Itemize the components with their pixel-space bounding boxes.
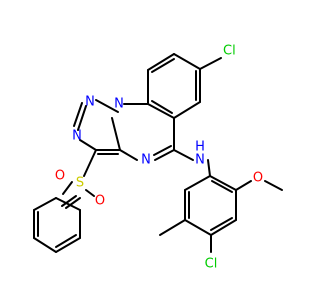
bond (33, 237, 57, 253)
atom-label-o: O (55, 169, 65, 184)
bond (61, 195, 77, 207)
bond-layer (33, 53, 283, 253)
bond (184, 219, 212, 236)
atom-label-cl: Cl (205, 257, 218, 272)
bond (79, 139, 97, 151)
bond (211, 180, 233, 193)
atom-label-layer: Cl N N N N N H S O O O Cl (55, 44, 263, 272)
bond (210, 219, 237, 236)
bond (55, 237, 81, 253)
molecule-structure: Cl N N N N N H S O O O Cl (33, 44, 283, 272)
atom-label-o: O (253, 171, 263, 186)
bond (207, 159, 211, 177)
bond (199, 57, 222, 70)
atom-label-n: N (195, 153, 205, 168)
bond (209, 175, 237, 191)
bond (151, 100, 173, 114)
bond (55, 234, 77, 248)
atom-label-cl: Cl (223, 44, 236, 59)
bond (210, 217, 233, 231)
bond (264, 180, 283, 191)
bond (147, 103, 175, 119)
bond (62, 181, 73, 195)
bond (55, 197, 81, 211)
atom-label-s: S (76, 176, 84, 191)
atom-label-n: N (72, 129, 82, 144)
bond (147, 53, 175, 71)
bond (95, 99, 119, 113)
bond (151, 58, 175, 73)
atom-label-n: N (114, 97, 124, 112)
bond (173, 101, 201, 119)
bond (184, 175, 211, 191)
atom-label-h: H (195, 140, 205, 155)
bond (73, 102, 83, 127)
bond (33, 197, 57, 211)
bond (173, 53, 201, 70)
atom-label-n: N (85, 95, 95, 110)
bond (235, 180, 252, 191)
atom-label-n: N (141, 153, 151, 168)
bond (77, 105, 87, 131)
bond (111, 117, 121, 151)
bond (85, 189, 95, 197)
bond (65, 197, 81, 209)
bond (119, 149, 138, 161)
atom-label-o: O (95, 194, 105, 209)
bond (83, 149, 97, 177)
bond (154, 149, 175, 161)
bond (173, 149, 194, 161)
bond (153, 145, 172, 156)
bond (159, 219, 186, 236)
